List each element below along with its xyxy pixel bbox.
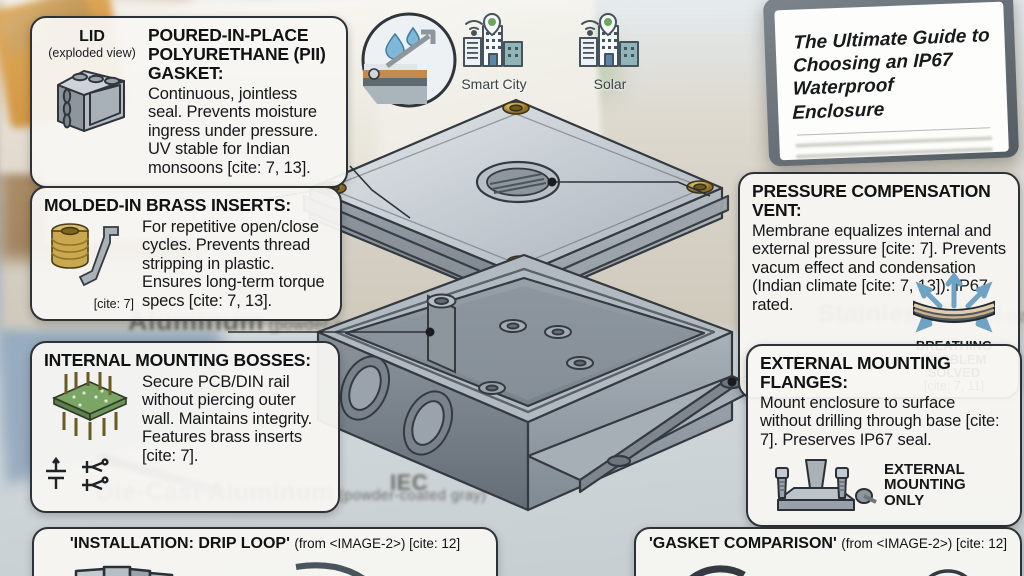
drip-loop-title-row: 'INSTALLATION: DRIP LOOP' (from <IMAGE-2…: [46, 535, 484, 553]
tablet-guide: The Ultimate Guide to Choosing an IP67 W…: [762, 0, 1020, 167]
drip-loop-title: 'INSTALLATION: DRIP LOOP': [69, 535, 290, 552]
flange-badge-line1: EXTERNAL: [884, 460, 965, 478]
callout-gasket-body: Continuous, jointless seal. Prevents moi…: [148, 84, 318, 177]
gasket-comparison-source: (from <IMAGE-2>) [cite: 12]: [841, 536, 1007, 551]
background-material-sublabel: (powder-coated gray): [334, 488, 487, 504]
gasket-comparison-title-row: 'GASKET COMPARISON' (from <IMAGE-2>) [ci…: [648, 535, 1008, 553]
gasket-comparison-title: 'GASKET COMPARISON': [648, 535, 837, 552]
water-repellent-gasket-icon: [357, 8, 461, 112]
callout-bosses-body: Secure PCB/DIN rail without piercing out…: [142, 372, 313, 465]
smart-city-icon: [463, 12, 523, 67]
callout-flanges-body: Mount enclosure to surface without drill…: [760, 393, 1000, 449]
exploded-enclosure-illustration: [221, 70, 781, 540]
cable-gland-icon: [74, 565, 176, 576]
brass-insert-icons: [cite: 7]: [44, 217, 136, 312]
callout-brass-body: For repetitive open/close cycles. Preven…: [142, 217, 325, 310]
magnifier-icon: [928, 569, 968, 576]
brass-insert-icon: [51, 223, 119, 287]
enclosure-thumb-icon: [57, 70, 125, 132]
callout-drip-loop[interactable]: 'INSTALLATION: DRIP LOOP' (from <IMAGE-2…: [32, 527, 498, 576]
guide-document-title: The Ultimate Guide to Choosing an IP67 W…: [792, 25, 990, 124]
callout-bosses-heading: INTERNAL MOUNTING BOSSES:: [44, 350, 311, 370]
icon-badge-label: Solar: [593, 76, 627, 92]
callout-flanges-heading: EXTERNAL MOUNTING FLANGES:: [760, 353, 951, 392]
location-pin-icon: [482, 12, 502, 37]
callout-brass-inserts[interactable]: MOLDED-IN BRASS INSERTS: [cite: 7] For r…: [30, 186, 342, 322]
icon-badge-solar[interactable]: Solar: [562, 12, 658, 92]
icon-badge-smart-city[interactable]: Smart City: [446, 12, 542, 92]
callout-mounting-flanges[interactable]: EXTERNAL MOUNTING FLANGES: Mount enclosu…: [746, 344, 1022, 528]
lid-label: LID: [79, 28, 105, 45]
hex-key-icon: [78, 225, 119, 287]
circuit-schematic-icon: [46, 456, 109, 491]
location-pin-icon: [598, 12, 618, 37]
callout-mounting-bosses[interactable]: INTERNAL MOUNTING BOSSES:: [30, 341, 340, 513]
internal-mounting-boss: [426, 293, 594, 395]
pcb-board-icon: [52, 381, 128, 422]
pcb-icons: [44, 367, 136, 502]
pressure-compensation-vent-port: [475, 160, 561, 204]
callout-vent-heading: PRESSURE COMPENSATION VENT:: [752, 181, 991, 220]
lid-exploded-thumb: LID (exploded view): [44, 26, 140, 177]
smart-city-icon: [579, 12, 639, 67]
background-material-label: IEC: [390, 470, 429, 495]
pcb-pins: [62, 367, 118, 440]
flange-screw-icon: [775, 459, 877, 512]
brass-icon-cite: [cite: 7]: [93, 297, 134, 312]
callout-gasket-comparison[interactable]: 'GASKET COMPARISON' (from <IMAGE-2>) [ci…: [634, 527, 1022, 576]
cable-entry-knockout: [339, 355, 454, 456]
tablet-screen: The Ultimate Guide to Choosing an IP67 W…: [774, 1, 1009, 161]
document-divider: [797, 126, 990, 136]
icon-badge-label: Smart City: [461, 76, 527, 92]
breathing-membrane-icon: [913, 271, 995, 333]
callout-gasket-heading: POURED-IN-PLACE POLYURETHANE (PII) GASKE…: [148, 25, 326, 83]
document-body-line: [795, 135, 993, 148]
callout-brass-heading: MOLDED-IN BRASS INSERTS:: [44, 195, 292, 215]
drip-loop-curve: [295, 562, 365, 576]
continuous-gasket-ring: [689, 565, 746, 576]
lid-sublabel: (exploded view): [48, 46, 136, 60]
callout-gasket[interactable]: LID (exploded view) POURED-IN-PLACE: [30, 16, 348, 189]
gasket-comparison-diagram: [648, 557, 1008, 576]
external-mounting-flange: [526, 374, 760, 494]
flange-badge-line2: MOUNTING ONLY: [884, 476, 966, 510]
drip-loop-diagram: [46, 557, 484, 576]
drip-loop-source: (from <IMAGE-2>) [cite: 12]: [294, 536, 461, 551]
